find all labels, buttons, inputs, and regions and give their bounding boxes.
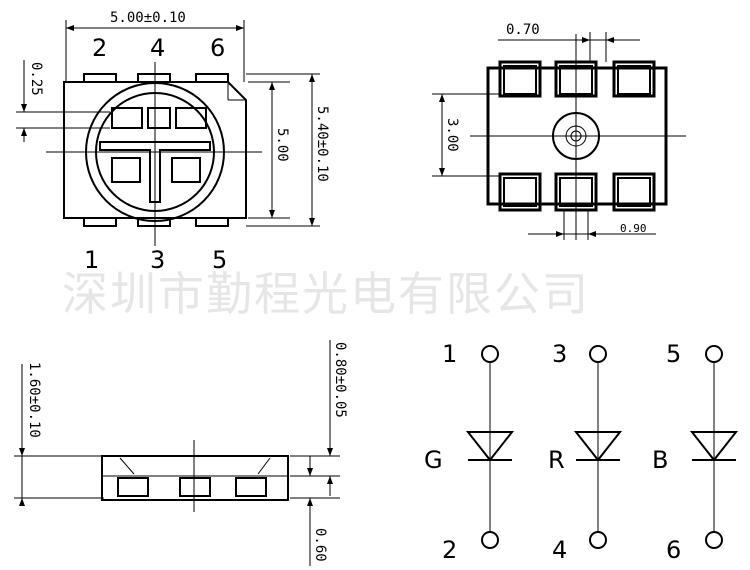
top-pin-label: 2 (92, 34, 107, 62)
dim-side-bottom: 0.60 (312, 528, 328, 562)
dim-side-height: 1.60±0.10 (26, 362, 42, 438)
bottom-pin-label: 1 (84, 246, 99, 274)
channel-color-label: R (548, 446, 565, 474)
channel-color-label: B (652, 446, 668, 474)
side-view: 1.60±0.10 0.80±0.05 0.60 (14, 340, 348, 566)
anode-pin-label: 1 (442, 340, 457, 368)
company-watermark: 深圳市勤程光电有限公司 (62, 267, 590, 321)
diode-channel-g: 1 G 2 (424, 340, 515, 564)
dim-width: 5.00±0.10 (110, 10, 186, 26)
anode-pin-label: 3 (552, 340, 567, 368)
bottom-pin-label: 5 (212, 246, 227, 274)
bottom-pin-label: 3 (150, 246, 165, 274)
dim-body-height: 5.00 (274, 128, 290, 162)
dim-outer-height: 5.40±0.10 (314, 106, 330, 182)
cathode-pin-label: 4 (552, 536, 567, 564)
dim-side-top: 0.80±0.05 (332, 342, 348, 418)
cathode-pin-label: 2 (442, 536, 457, 564)
top-pin-label: 4 (150, 34, 165, 62)
channel-color-label: G (424, 446, 443, 474)
diode-channel-b: 5 B 6 (652, 340, 739, 564)
diode-channel-r: 3 R 4 (548, 340, 623, 564)
bottom-view: 0.70 3.00 0. (432, 22, 686, 240)
top-view: 5.00±0.10 2 4 6 (16, 10, 330, 274)
schematic: 1 G 2 3 R 4 5 B 6 (424, 340, 739, 564)
anode-pin-label: 5 (666, 340, 681, 368)
dim-pad: 0.25 (28, 62, 44, 96)
dim-pad-width: 0.90 (620, 222, 647, 235)
cathode-pin-label: 6 (666, 536, 681, 564)
dim-pitch: 0.70 (506, 22, 540, 38)
dim-span: 3.00 (444, 118, 460, 152)
top-pin-label: 6 (210, 34, 225, 62)
